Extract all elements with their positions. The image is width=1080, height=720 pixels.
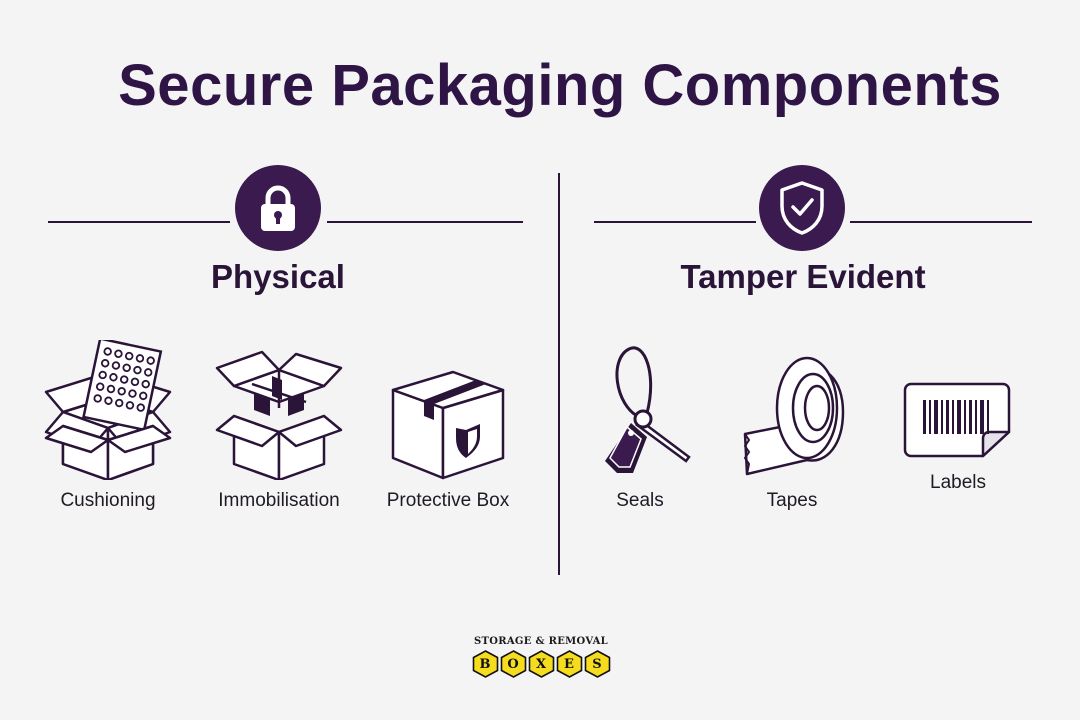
item-immobilisation: Immobilisation [199, 346, 359, 512]
item-label: Immobilisation [218, 490, 340, 511]
tamper-badge [759, 165, 845, 251]
item-label: Protective Box [386, 490, 510, 511]
item-tapes: Tapes [712, 350, 872, 512]
shield-box-icon [391, 370, 505, 480]
logo-letter: B [479, 656, 491, 672]
logo-letter: E [564, 656, 574, 672]
tamper-title: Tamper Evident [680, 258, 926, 295]
logo-letter: S [592, 656, 602, 672]
physical-title: Physical [211, 258, 345, 295]
item-protective-box: Protective Box [368, 360, 528, 512]
item-label: Cushioning [60, 490, 156, 511]
logo-hex: X [528, 650, 555, 678]
item-label: Labels [930, 472, 986, 493]
item-cushioning: Cushioning [28, 340, 188, 512]
logo-hex: E [556, 650, 583, 678]
logo-hex: B [472, 650, 499, 678]
physical-rule-right [327, 221, 523, 223]
security-seal-tag-icon [605, 346, 691, 473]
barcode-label-icon [903, 382, 1011, 458]
box-with-bubble-wrap-icon [44, 340, 172, 480]
physical-rule-left [48, 221, 230, 223]
physical-badge [235, 165, 321, 251]
logo-hex: O [500, 650, 527, 678]
logo-hex: S [584, 650, 611, 678]
item-label: Seals [616, 490, 664, 511]
box-with-dividers-icon [215, 350, 343, 480]
padlock-icon [261, 185, 295, 231]
item-seals: Seals [560, 345, 720, 512]
logo-top-text: STORAGE & REMOVAL [473, 636, 608, 647]
page-title: Secure Packaging Components [118, 53, 1002, 118]
brand-logo: STORAGE & REMOVAL B O X E S [468, 636, 614, 678]
logo-hex-row: B O X E S [468, 650, 614, 678]
item-labels: Labels [878, 380, 1038, 494]
section-divider [558, 173, 560, 575]
item-label: Tapes [766, 490, 818, 511]
tape-roll-icon [743, 356, 845, 476]
tamper-rule-left [594, 221, 756, 223]
shield-check-icon [780, 181, 824, 235]
logo-letter: X [535, 656, 547, 672]
logo-letter: O [507, 656, 519, 672]
tamper-rule-right [850, 221, 1032, 223]
